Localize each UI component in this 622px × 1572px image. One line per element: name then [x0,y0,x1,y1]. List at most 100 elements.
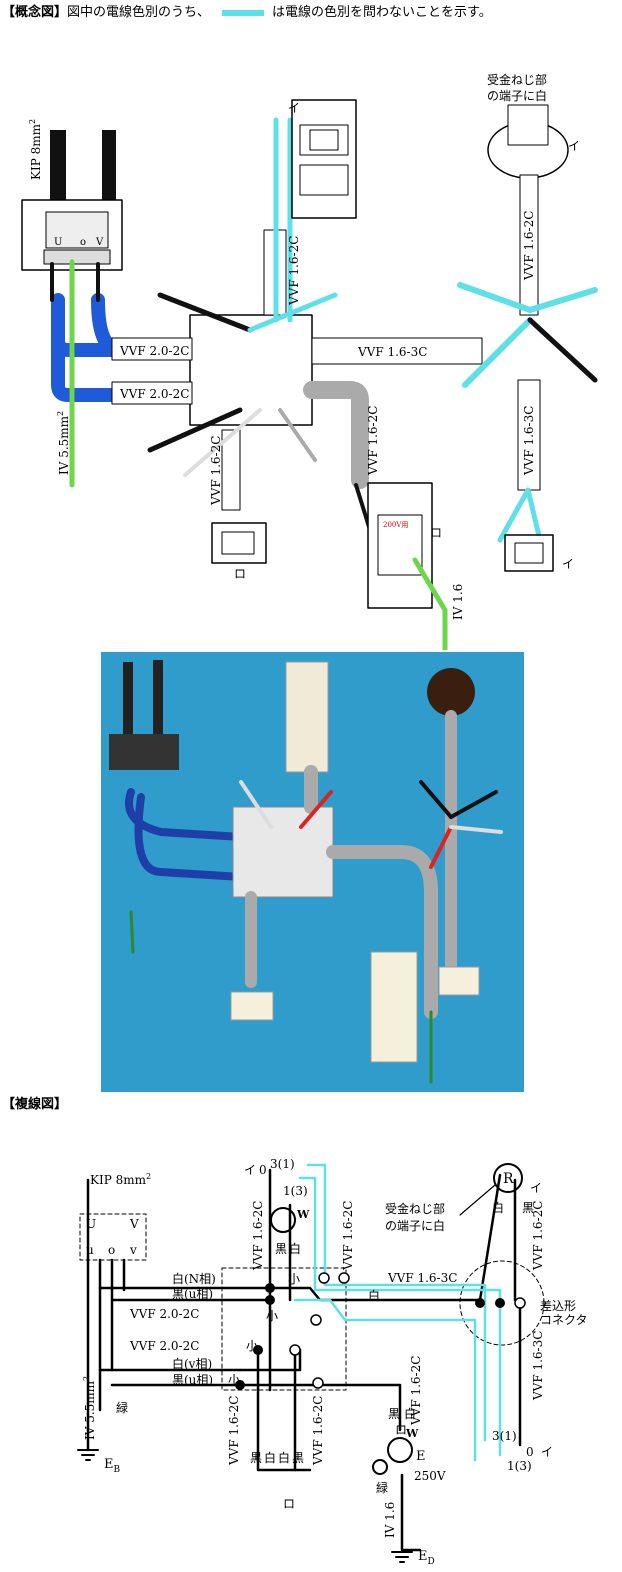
connector-1: 差込形 [540,1299,576,1313]
out-e: E [416,1449,426,1464]
trans-U: U [86,1217,96,1231]
vvf20-b: VVF 2.0-2C [119,387,189,401]
w-vvf-r-3c: VVF 1.6-3C [531,1331,545,1401]
r-label: R [503,1171,514,1187]
lamp-shiro: 白 [289,1241,301,1256]
concept-text2: は電線の色別を問わないことを示す。 [272,5,492,20]
wiring-diagram: KIP 8mm2 U V u o v IV 5.5mm2 緑 EB 白(N相) … [77,1157,588,1567]
outlet-symbol [387,1437,413,1463]
label-ro-outlet: ロ [430,526,442,540]
rsw-0: 0 [526,1445,534,1459]
w-vvf-d: VVF 1.6-2C [311,1396,325,1466]
connector-circle [459,1260,545,1346]
trans-u: u [86,1243,94,1257]
r-shiro: 白 [492,1200,504,1215]
w-ed: ED [418,1549,435,1567]
w-vvf-b: VVF 1.6-2C [341,1201,355,1271]
out-shiro: 白 [404,1406,416,1421]
label-i-right: イ [562,557,574,571]
rsw-13: 1(3) [507,1459,532,1473]
kip-cable-left [50,130,66,210]
lamp-w: W [296,1208,310,1221]
vvf16-2c-right: VVF 1.6-2C [366,406,380,476]
bw-2: 白 [278,1450,290,1465]
r-lamp-symbol [493,1163,523,1193]
terminal-u: U [54,237,62,248]
sw-i: イ [244,1163,256,1177]
outlet-tag: 200V用 [383,521,408,529]
small-4: 小 [228,1373,240,1387]
concept-diagram: KIP 8mm2 U o V IV 5.5mm2 VVF 2.0-2C VVF … [21,72,598,650]
concept-header: 【概念図】図中の電線色別のうち、 は電線の色別を問わないことを示す。 [2,5,492,21]
bw-3: 黒 [292,1451,304,1465]
vvf16-2c-lamp: VVF 1.6-2C [522,211,536,281]
top-switch-outlet [291,99,357,219]
junction-box-dashed [221,1267,347,1391]
r-note-2: の端子に白 [385,1218,445,1233]
w-black-u1: 黒(u相) [172,1287,213,1301]
w-eb: EB [104,1457,121,1475]
vvf16-2c-top: VVF 1.6-2C [287,236,301,306]
out-kuro: 黒 [388,1407,400,1421]
w-green: 緑 [116,1400,128,1415]
sw-31: 3(1) [270,1157,295,1171]
lamp-kuro: 黒 [275,1242,287,1256]
w-white-N: 白(N相) [172,1271,216,1286]
small-3: 小 [246,1339,258,1353]
small-1: 小 [288,1272,300,1286]
lamp-note-2: の端子に白 [487,88,547,103]
w-vvf-e: VVF 1.6-2C [409,1356,423,1426]
ro-out: ロ [395,1423,407,1437]
trans-o: o [108,1243,115,1257]
w-vvf-r-2c: VVF 1.6-2C [531,1201,545,1271]
trans-v: v [129,1243,137,1257]
small-2: 小 [266,1309,278,1323]
trans-V: V [129,1217,139,1231]
label-i-lamp: イ [568,139,580,153]
w-shiro-mid: 白 [368,1288,380,1303]
iv16-wire [412,557,448,650]
terminal-v: V [95,237,104,248]
r-kuro: 黒 [522,1201,534,1215]
wiring-title: 【複線図】 [2,1097,68,1112]
label-ro-left: ロ [234,567,246,581]
out-250v: 250V [414,1469,446,1483]
iv16-label: IV 1.6 [451,584,465,620]
out-w: W [405,1427,419,1440]
sw-13: 1(3) [283,1184,308,1198]
rsw-31: 3(1) [492,1429,517,1443]
w-green2: 緑 [376,1480,388,1495]
wiring-header: 【複線図】 [2,1097,67,1113]
kip-label: KIP 8mm2 [28,119,43,180]
w-iv16: IV 1.6 [383,1502,397,1538]
rsw-i: イ [541,1445,553,1459]
terminal-o: o [80,237,86,248]
w-white-v: 白(v相) [172,1356,212,1371]
vvf16-3c-lower: VVF 1.6-3C [522,406,536,476]
legend-swatch [222,9,265,16]
w-black-u2: 黒(u相) [172,1373,213,1387]
w-kip-label: KIP 8mm2 [90,1172,151,1187]
blue-cable-lower [51,333,197,402]
lamp-note-1: 受金ねじ部 [487,72,547,87]
ground-symbol [372,1459,388,1475]
junction-box [189,314,313,426]
w-vvf-3c: VVF 1.6-3C [387,1271,457,1285]
r-i: イ [530,1181,542,1195]
wiring-photo [101,652,524,1092]
ro-bottom: ロ [283,1497,295,1511]
w-vvf20-a: VVF 2.0-2C [129,1307,199,1321]
concept-title: 【概念図】 [2,5,68,20]
w-vvf-a: VVF 1.6-2C [251,1201,265,1271]
label-i-top: イ [288,101,300,115]
w-vvf-c: VVF 1.6-2C [227,1396,241,1466]
w-iv55: IV 5.5mm2 [82,1376,97,1440]
kip-cable-right [102,130,116,210]
bw-0: 黒 [250,1451,262,1465]
lamp-symbol [270,1207,296,1233]
concept-text: 図中の電線色別のうち、 [67,5,211,20]
connector-2: コネクタ [540,1313,588,1327]
vvf16-2c-bottom: VVF 1.6-2C [209,436,223,506]
vvf-3c-cable [311,337,483,365]
vvf16-3c-main: VVF 1.6-3C [357,345,427,359]
